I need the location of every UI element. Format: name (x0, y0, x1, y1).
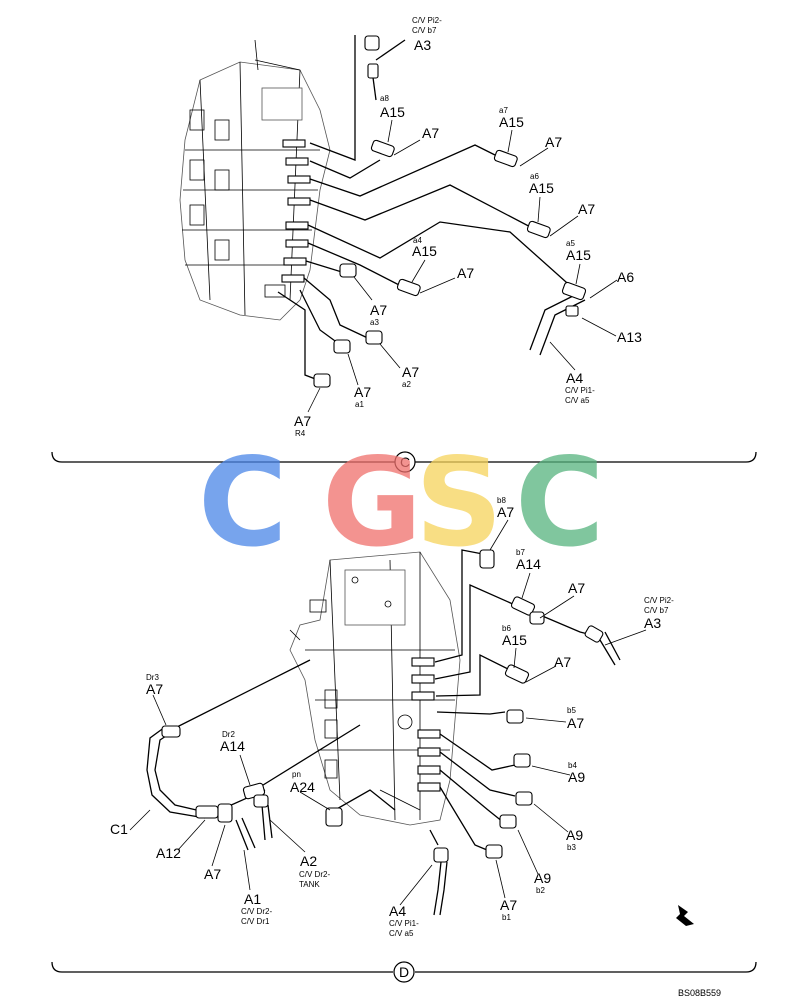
label-a14-1: A14 (516, 556, 541, 572)
label-b3-sub: b3 (567, 843, 576, 852)
section-marker-d: D (399, 964, 409, 980)
section-marker-c: C (400, 454, 410, 470)
section-divider-c: C (51, 451, 757, 473)
label-c1: C1 (110, 821, 128, 837)
control-valve-upper (179, 39, 331, 321)
label-b4-sub: b4 (568, 761, 577, 770)
label-a3-note-1: C/V Pi2- (644, 596, 674, 605)
label-a6: A6 (617, 269, 634, 285)
label-a7-4: A7 (567, 715, 584, 731)
label-a7-4: A7 (457, 265, 474, 281)
label-a24: A24 (290, 779, 315, 795)
label-a1: A1 (244, 891, 261, 907)
watermark-letter-3: S (415, 432, 503, 574)
label-a15-3: A15 (529, 180, 554, 196)
label-a15-4: A15 (412, 243, 437, 259)
label-b6-sub: b6 (502, 624, 511, 633)
section-divider-d: D (51, 961, 757, 983)
label-a7-sub: a7 (499, 106, 508, 115)
label-a9-1: A9 (568, 769, 585, 785)
watermark-letter-1: C (198, 432, 288, 574)
label-a9-2: A9 (566, 827, 583, 843)
label-a7-6: A7 (146, 681, 163, 697)
lower-leaders (129, 519, 647, 906)
label-a3: A3 (414, 37, 431, 53)
label-a2-note-2: TANK (299, 880, 320, 889)
watermark-letter-2: G (322, 432, 422, 574)
label-b1-sub: b1 (502, 913, 511, 922)
label-dr2-sub: Dr2 (222, 730, 235, 739)
label-a12: A12 (156, 845, 181, 861)
label-a14-2: A14 (220, 738, 245, 754)
label-a7-1: A7 (422, 125, 439, 141)
label-dr3-sub: Dr3 (146, 673, 159, 682)
control-valve-lower (289, 551, 461, 826)
watermark-letter-4: C (515, 432, 605, 574)
upper-leaders (307, 119, 618, 413)
label-a7-7: A7 (204, 866, 221, 882)
label-a15-5: A15 (566, 247, 591, 263)
label-a8: a8 (380, 94, 389, 103)
lower-lines (146, 549, 621, 916)
label-a15-1: A15 (380, 104, 405, 120)
label-a2-note-1: C/V Dr2- (299, 870, 330, 879)
label-a6-sub: a6 (530, 172, 539, 181)
label-a7-3: A7 (578, 201, 595, 217)
label-a9-3: A9 (534, 870, 551, 886)
upper-labels: C/V Pi2- C/V b7 A3 a8 A15 A7 a7 A15 A7 a… (294, 16, 642, 438)
label-a3-note-2: C/V b7 (644, 606, 669, 615)
label-a7-1: A7 (497, 504, 514, 520)
lower-fittings (161, 549, 604, 863)
figure-code: BS08B559 (678, 988, 721, 998)
upper-section: C/V Pi2- C/V b7 A3 a8 A15 A7 a7 A15 A7 a… (179, 16, 642, 438)
label-a7-5: A7 (500, 897, 517, 913)
label-a15-2: A15 (499, 114, 524, 130)
label-a7-8: A7 (294, 413, 311, 429)
label-a1-note-1: C/V Dr2- (241, 907, 272, 916)
label-a4: A4 (566, 370, 583, 386)
label-a7-2: A7 (568, 580, 585, 596)
label-a2-sub: a2 (402, 380, 411, 389)
label-a3: A3 (644, 615, 661, 631)
label-a4-note-1: C/V Pi1- (389, 919, 419, 928)
label-a7-3: A7 (554, 654, 571, 670)
label-a7-2: A7 (545, 134, 562, 150)
label-a7-6: A7 (402, 364, 419, 380)
label-a15: A15 (502, 632, 527, 648)
upper-fittings (313, 35, 587, 388)
label-a1-sub: a1 (355, 400, 364, 409)
label-a3-note-1: C/V Pi2- (412, 16, 442, 25)
label-a5-sub: a5 (566, 239, 575, 248)
label-a1-note-2: C/V Dr1 (241, 917, 270, 926)
label-b2-sub: b2 (536, 886, 545, 895)
label-a13: A13 (617, 329, 642, 345)
upper-lines (277, 35, 586, 381)
label-a4: A4 (389, 903, 406, 919)
lower-section: b8 A7 b7 A14 A7 C/V Pi2- C/V b7 A3 b6 A1… (110, 496, 694, 938)
label-a7-7: A7 (354, 384, 371, 400)
label-a4-sub: a4 (413, 236, 422, 245)
label-b5-sub: b5 (567, 706, 576, 715)
label-a4-note-2: C/V a5 (565, 396, 590, 405)
label-a4-note-1: C/V Pi1- (565, 386, 595, 395)
label-b8-sub: b8 (497, 496, 506, 505)
label-pn-sub: pn (292, 770, 301, 779)
label-r4-sub: R4 (295, 429, 306, 438)
label-a3-note-2: C/V b7 (412, 26, 437, 35)
lower-labels: b8 A7 b7 A14 A7 C/V Pi2- C/V b7 A3 b6 A1… (110, 496, 674, 938)
label-a3-sub: a3 (370, 318, 379, 327)
label-b7-sub: b7 (516, 548, 525, 557)
watermark: C G S C (198, 432, 605, 574)
label-a4-note-2: C/V a5 (389, 929, 414, 938)
direction-arrow-icon (676, 905, 694, 926)
label-a7-5: A7 (370, 302, 387, 318)
label-a2: A2 (300, 853, 317, 869)
